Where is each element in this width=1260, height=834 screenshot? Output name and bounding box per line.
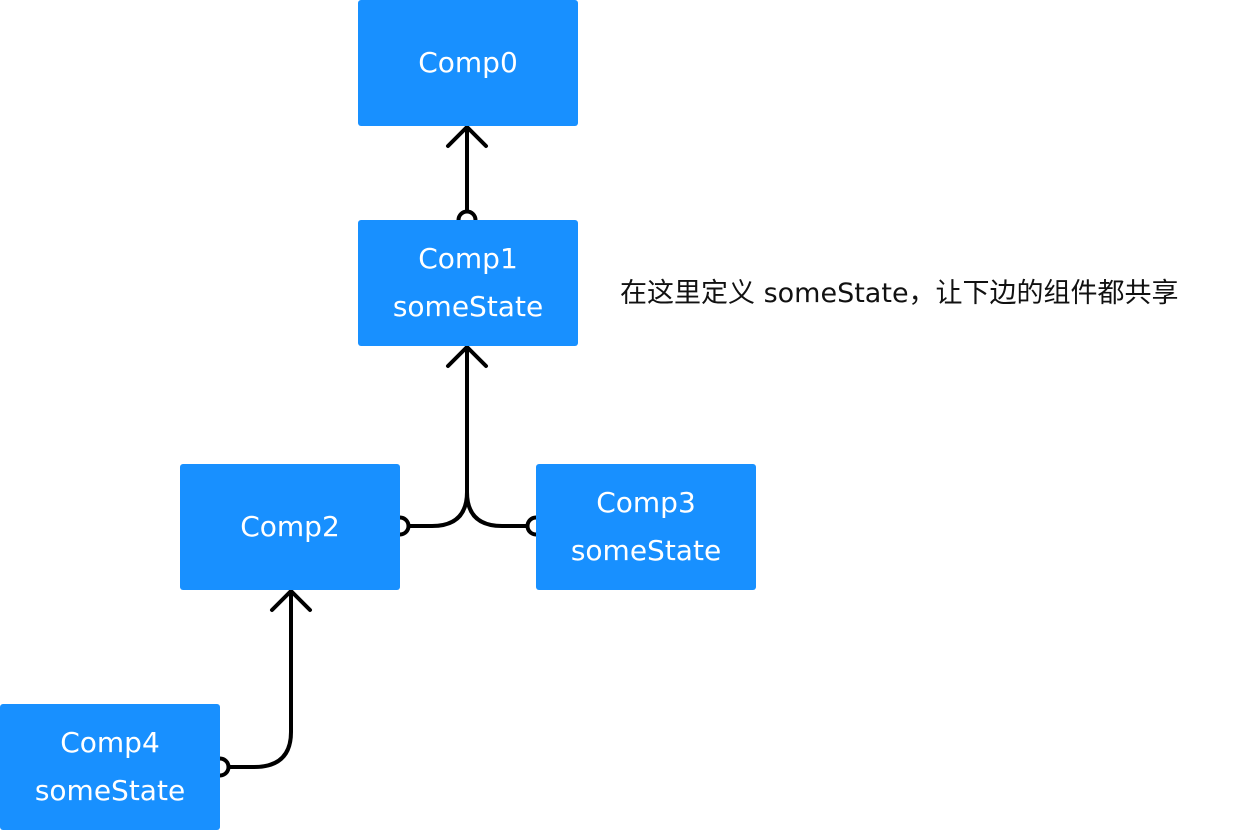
node-comp3-name: Comp3	[596, 486, 696, 519]
node-comp0-name: Comp0	[418, 46, 518, 79]
node-comp3-state: someState	[570, 534, 722, 567]
annotation-text: 在这里定义 someState，让下边的组件都共享	[620, 278, 1179, 309]
node-comp4-name: Comp4	[60, 726, 160, 759]
node-comp0: Comp0	[358, 0, 578, 126]
node-comp2-name: Comp2	[240, 510, 340, 543]
node-comp2: Comp2	[180, 464, 400, 590]
node-comp4: Comp4 someState	[0, 704, 220, 830]
edge-comp4-to-comp2	[226, 589, 312, 769]
edge-comp2-comp3-to-comp1	[406, 345, 530, 528]
node-comp4-state: someState	[34, 774, 186, 807]
edge-comp1-to-comp0	[446, 125, 488, 213]
node-comp1-name: Comp1	[418, 242, 518, 275]
node-comp1: Comp1 someState	[358, 220, 578, 346]
node-comp3: Comp3 someState	[536, 464, 756, 590]
node-comp1-state: someState	[392, 290, 544, 323]
